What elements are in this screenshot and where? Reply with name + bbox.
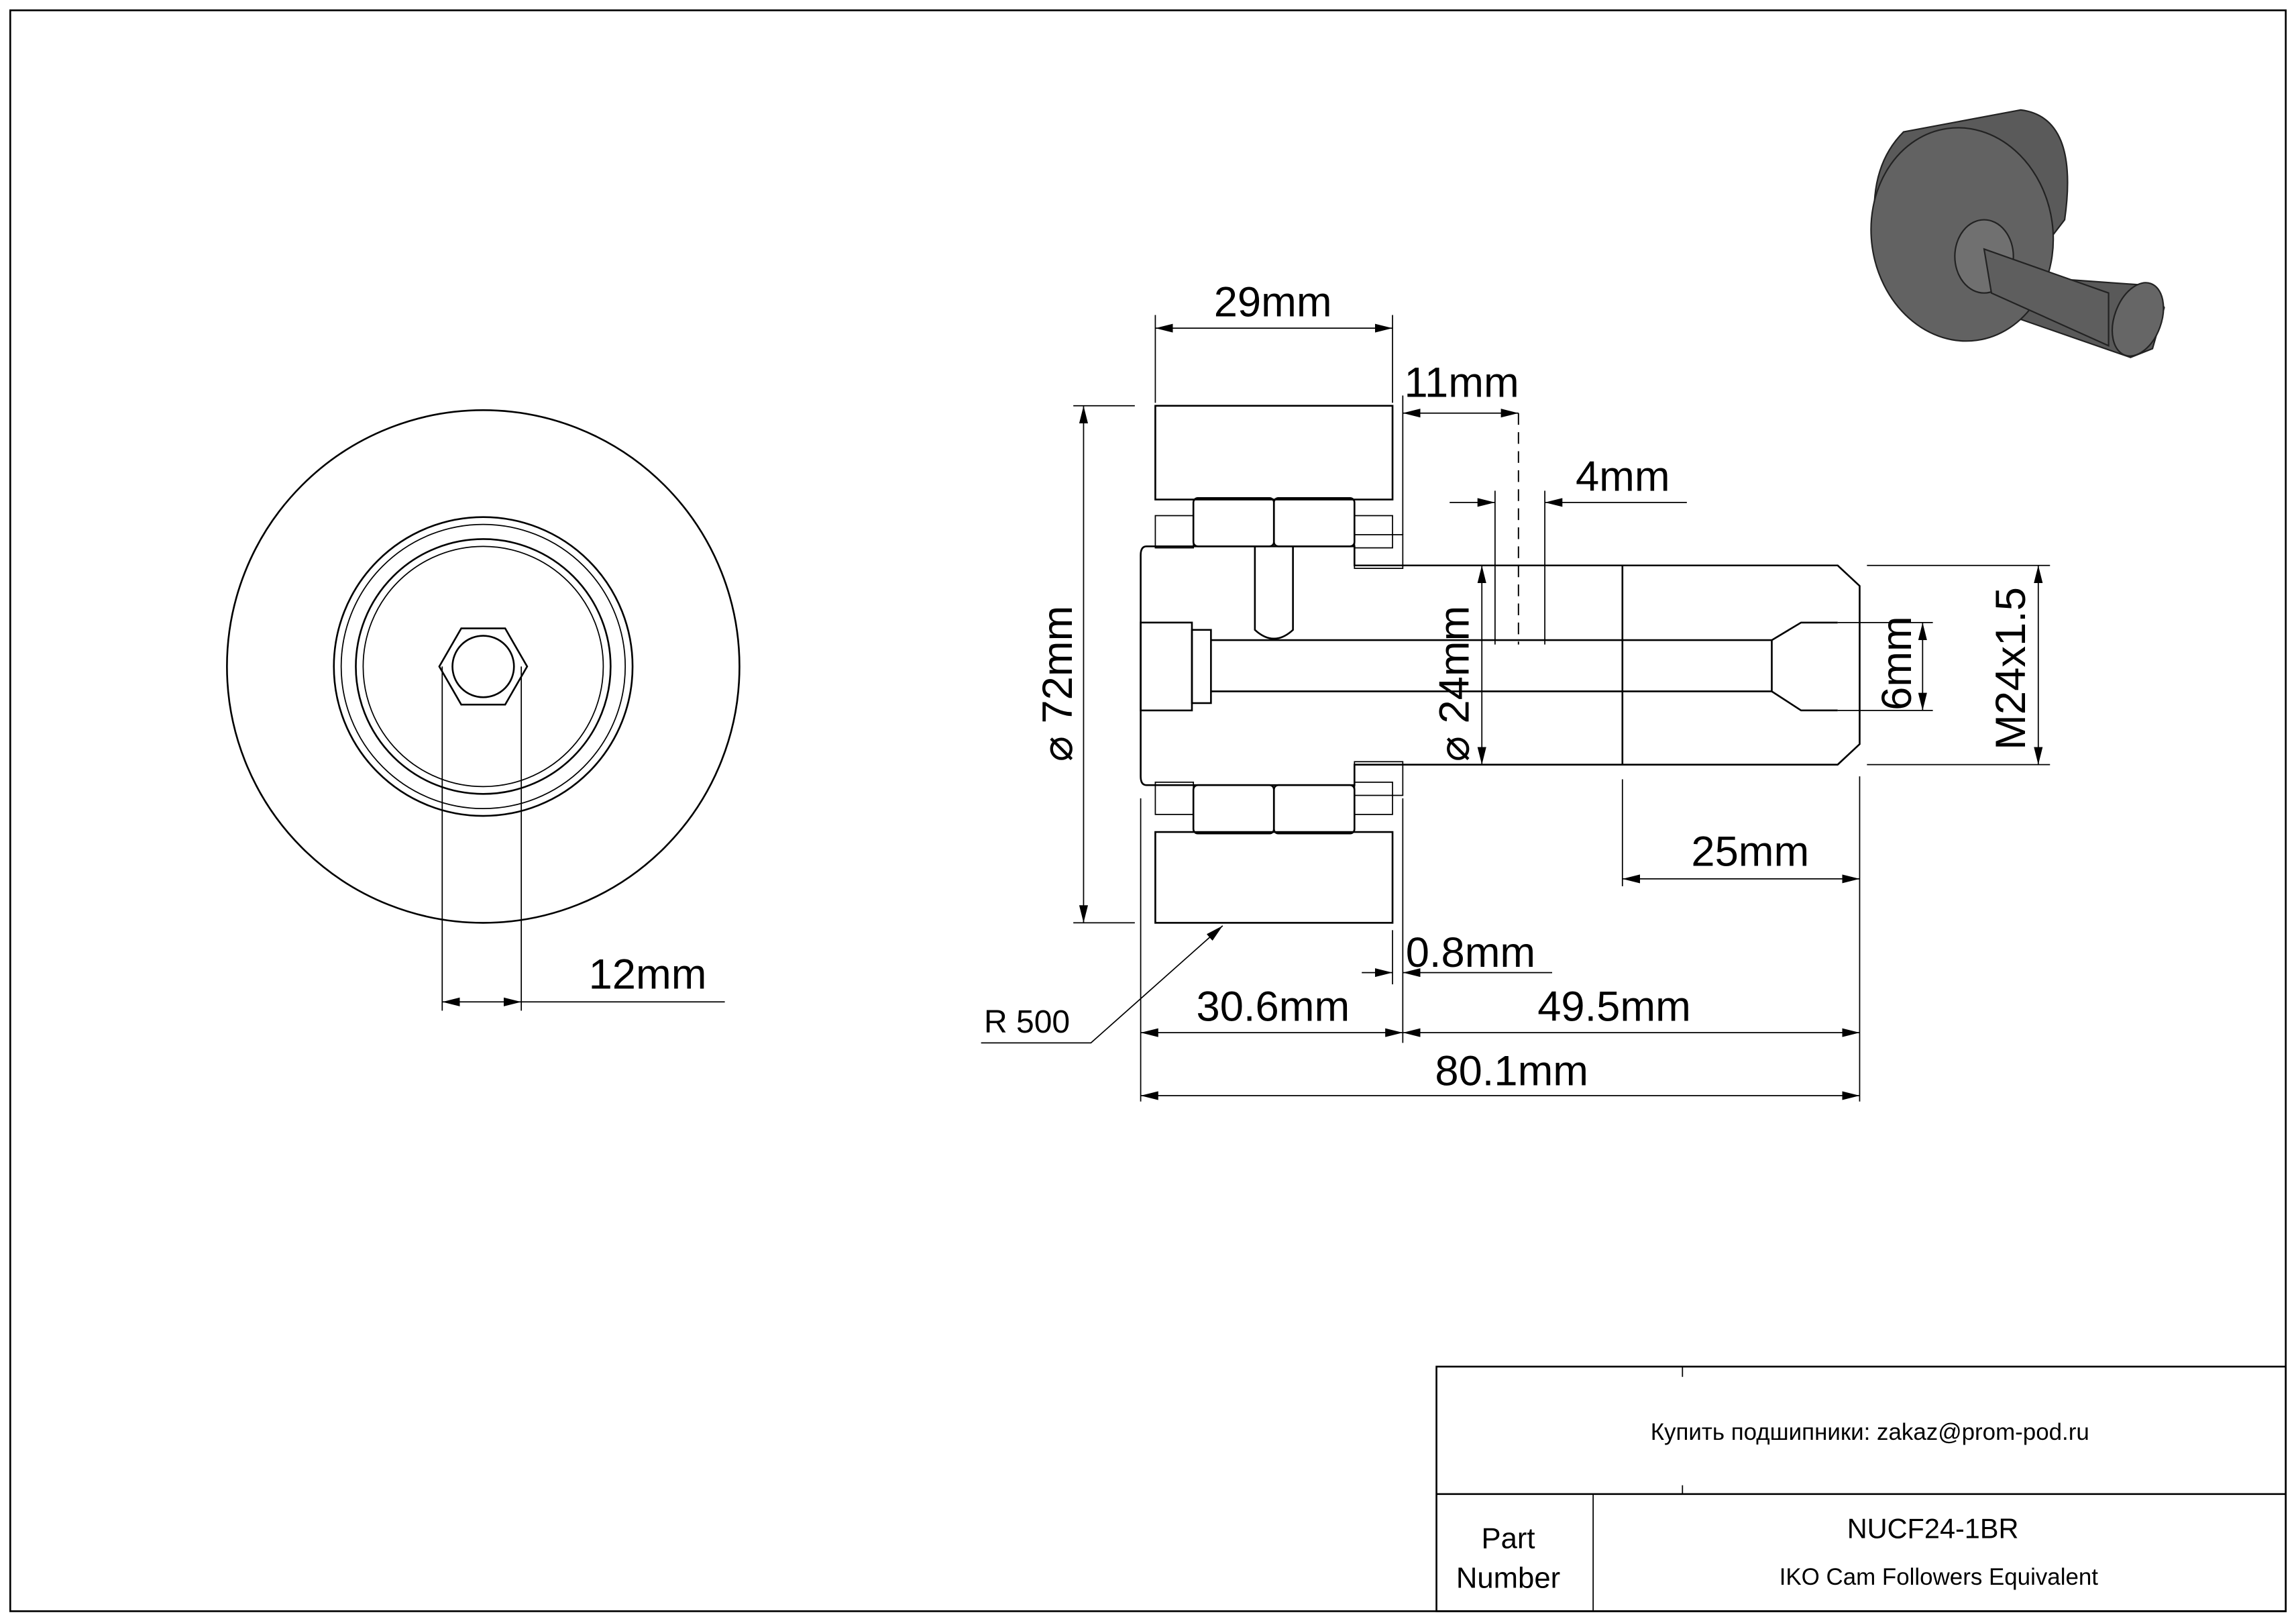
section-view bbox=[1140, 405, 1861, 924]
dim-25mm: 25mm bbox=[1691, 828, 1809, 875]
part-description: IKO Cam Followers Equivalent bbox=[1780, 1564, 2099, 1590]
dim-dia-24mm: 24mm bbox=[1431, 606, 1478, 724]
dim-80-1mm: 80.1mm bbox=[1435, 1048, 1588, 1095]
dim-dia-72mm: 72mm bbox=[1034, 606, 1081, 724]
3d-render bbox=[1870, 109, 2165, 358]
dim-6mm: 6mm bbox=[1873, 616, 1920, 711]
number-label: Number bbox=[1456, 1562, 1560, 1595]
contact-text: Купить подшипники: zakaz@prom-pod.ru bbox=[1651, 1419, 2089, 1445]
dim-diameter-symbol: ⌀ bbox=[1034, 736, 1081, 762]
drawing-border bbox=[9, 9, 2287, 1612]
title-block: Купить подшипники: zakaz@prom-pod.ru Par… bbox=[1435, 1365, 2287, 1612]
dimension-annotations: 29mm 11mm 4mm ⌀ 72mm ⌀ 24mm 6mm bbox=[981, 279, 2051, 1102]
part-number: NUCF24-1BR bbox=[1847, 1512, 2019, 1544]
dim-11mm: 11mm bbox=[1405, 360, 1519, 407]
dim-0-8mm: 0.8mm bbox=[1406, 929, 1535, 976]
dim-29mm: 29mm bbox=[1214, 279, 1332, 326]
part-label: Part bbox=[1481, 1522, 1535, 1555]
dim-49-5mm: 49.5mm bbox=[1537, 984, 1691, 1031]
dim-hex-12mm: 12mm bbox=[589, 951, 707, 998]
front-view: 12mm bbox=[226, 409, 741, 1011]
dim-thread-m24: M24x1.5 bbox=[1987, 587, 2034, 750]
dim-30-6mm: 30.6mm bbox=[1197, 984, 1350, 1031]
dim-radius-r500: R 500 bbox=[984, 1004, 1070, 1040]
dim-4mm: 4mm bbox=[1576, 453, 1670, 500]
hex-socket-icon bbox=[438, 627, 529, 706]
dim-diameter-symbol-2: ⌀ bbox=[1431, 736, 1478, 762]
